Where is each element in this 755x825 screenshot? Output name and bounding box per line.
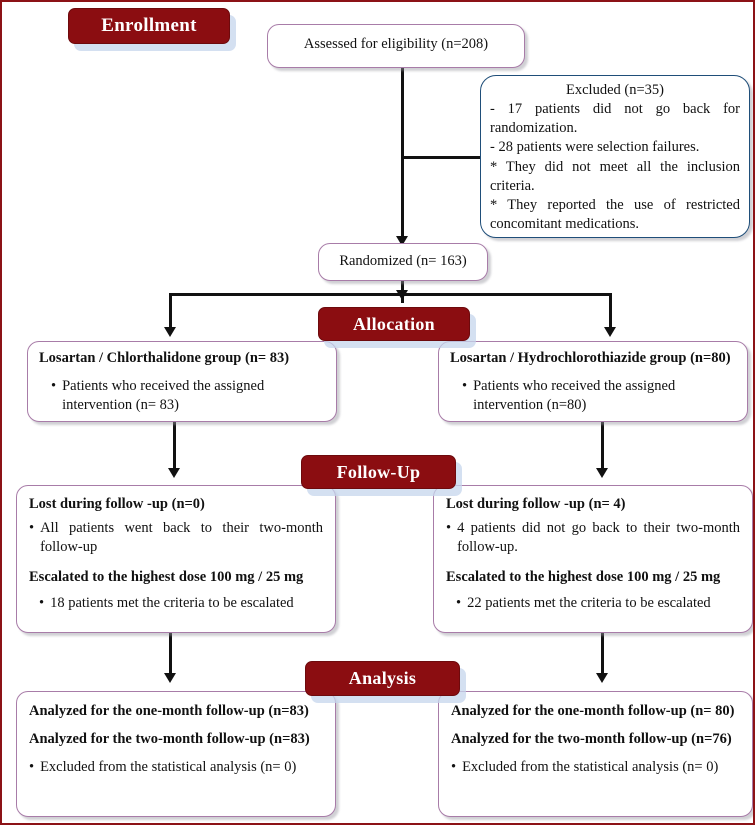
analysis-right-heading-2: Analyzed for the two-month follow-up (n=… (451, 731, 732, 748)
excluded-line-4: * They reported the use of restricted co… (490, 196, 740, 232)
followup-right-escalated-bullet: • 22 patients met the criteria to be esc… (446, 594, 740, 613)
stage-banner-analysis-label: Analysis (348, 668, 417, 688)
stage-banner-enrollment: Enrollment (68, 8, 230, 44)
analysis-left-bullet: • Excluded from the statistical analysis… (29, 758, 323, 777)
arrowhead-analysis-right (596, 673, 608, 683)
connector-alloc-left-to-followup (173, 422, 176, 472)
box-followup-right: Lost during follow -up (n= 4) • 4 patien… (433, 485, 753, 633)
bullet-icon: • (51, 378, 57, 395)
excluded-line-3: * They did not meet all the inclusion cr… (490, 158, 740, 194)
box-followup-left: Lost during follow -up (n=0) • All patie… (16, 485, 336, 633)
followup-right-lost-bullet-text: 4 patients did not go back to their two-… (457, 520, 740, 556)
stage-banner-analysis: Analysis (305, 661, 460, 696)
box-excluded: Excluded (n=35) - 17 patients did not go… (480, 75, 750, 238)
box-allocation-right: Losartan / Hydrochlorothiazide group (n=… (438, 341, 748, 422)
bullet-icon: • (456, 594, 462, 611)
arrowhead-allocation-left (164, 327, 176, 337)
connector-to-excluded (401, 156, 481, 159)
box-randomized: Randomized (n= 163) (318, 243, 488, 281)
allocation-right-heading: Losartan / Hydrochlorothiazide group (n=… (450, 350, 731, 366)
analysis-right-heading-1: Analyzed for the one-month follow-up (n=… (451, 703, 735, 719)
stage-banner-allocation-label: Allocation (353, 313, 435, 334)
stage-banner-allocation: Allocation (318, 307, 470, 341)
connector-split-horizontal (169, 293, 611, 296)
bullet-icon: • (39, 594, 45, 611)
followup-left-lost-heading: Lost during follow -up (n=0) (29, 496, 205, 512)
bullet-icon: • (462, 378, 468, 395)
bullet-icon: • (451, 759, 457, 776)
connector-followup-right-to-analysis (601, 633, 604, 677)
excluded-line-2: - 28 patients were selection failures. (490, 139, 700, 156)
stage-banner-enrollment-label: Enrollment (101, 15, 197, 36)
bullet-icon: • (446, 520, 452, 537)
arrowhead-analysis-left (164, 673, 176, 683)
connector-followup-left-to-analysis (169, 633, 172, 677)
box-allocation-left: Losartan / Chlorthalidone group (n= 83) … (27, 341, 337, 422)
followup-right-escalated-heading: Escalated to the highest dose 100 mg / 2… (446, 569, 721, 586)
excluded-heading: Excluded (n=35) (566, 82, 664, 98)
bullet-icon: • (29, 520, 35, 537)
arrowhead-to-randomized (396, 236, 408, 246)
arrowhead-allocation-right (604, 327, 616, 337)
bullet-icon: • (29, 759, 35, 776)
analysis-left-heading-2: Analyzed for the two-month follow-up (n=… (29, 731, 310, 748)
followup-left-lost-bullet-text: All patients went back to their two-mont… (40, 520, 323, 556)
connector-split-right (609, 293, 612, 331)
analysis-left-bullet-text: Excluded from the statistical analysis (… (40, 759, 297, 776)
box-assessed-for-eligibility: Assessed for eligibility (n=208) (267, 24, 525, 68)
box-analysis-right: Analyzed for the one-month follow-up (n=… (438, 691, 753, 817)
box-analysis-left: Analyzed for the one-month follow-up (n=… (16, 691, 336, 817)
arrowhead-followup-left (168, 468, 180, 478)
allocation-left-heading: Losartan / Chlorthalidone group (n= 83) (39, 350, 290, 366)
followup-right-lost-bullet: • 4 patients did not go back to their tw… (446, 519, 740, 557)
allocation-right-bullet-text: Patients who received the assigned inter… (473, 378, 676, 414)
followup-right-escalated-bullet-text: 22 patients met the criteria to be escal… (467, 594, 711, 611)
randomized-text: Randomized (n= 163) (339, 253, 467, 269)
followup-left-lost-bullet: • All patients went back to their two-mo… (29, 519, 323, 557)
connector-split-left (169, 293, 172, 331)
excluded-line-1: - 17 patients did not go back for random… (490, 101, 740, 137)
stage-banner-followup-label: Follow-Up (336, 461, 421, 482)
arrowhead-followup-right (596, 468, 608, 478)
allocation-left-bullet-text: Patients who received the assigned inter… (62, 378, 265, 414)
allocation-right-bullet: • Patients who received the assigned int… (450, 377, 736, 415)
allocation-left-bullet: • Patients who received the assigned int… (39, 377, 325, 415)
analysis-left-heading-1: Analyzed for the one-month follow-up (n=… (29, 703, 309, 719)
analysis-right-bullet-text: Excluded from the statistical analysis (… (462, 759, 719, 776)
assessed-text: Assessed for eligibility (n=208) (303, 36, 489, 52)
connector-alloc-right-to-followup (601, 422, 604, 472)
connector-assessed-to-randomized (401, 68, 404, 240)
followup-left-escalated-bullet-text: 18 patients met the criteria to be escal… (50, 594, 294, 611)
stage-banner-followup: Follow-Up (301, 455, 456, 489)
analysis-right-bullet: • Excluded from the statistical analysis… (451, 758, 740, 777)
followup-right-lost-heading: Lost during follow -up (n= 4) (446, 496, 626, 512)
followup-left-escalated-heading: Escalated to the highest dose 100 mg / 2… (29, 569, 304, 586)
followup-left-escalated-bullet: • 18 patients met the criteria to be esc… (29, 594, 323, 613)
